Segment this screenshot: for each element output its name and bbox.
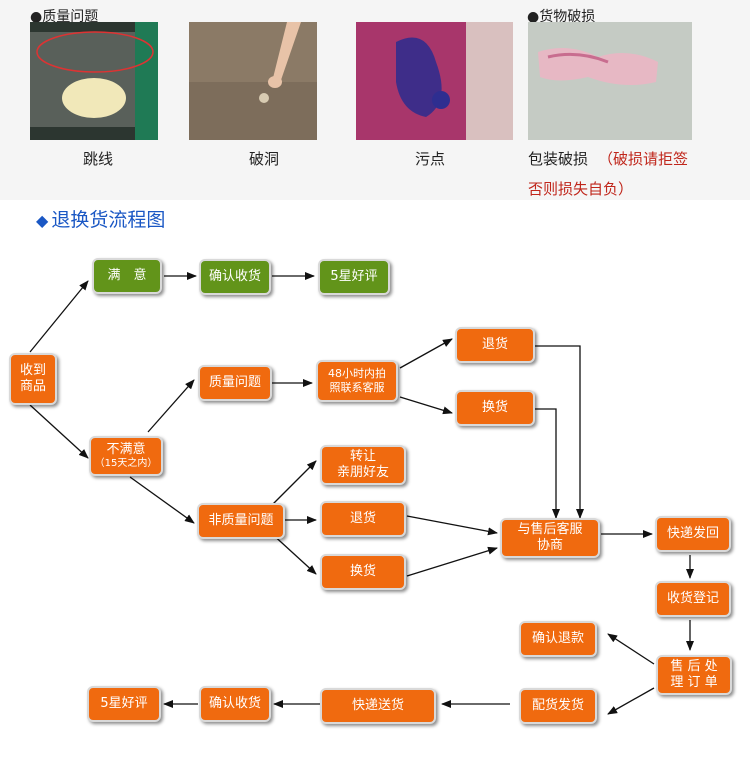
node-receipt-register: 收货登记	[655, 581, 731, 617]
node-exchange-non-quality: 换货	[320, 554, 406, 590]
caption-hole: 破洞	[249, 150, 280, 168]
node-confirm-receipt-top: 确认收货	[199, 259, 271, 295]
refuse-sign-warning-2: 否则损失自负）	[528, 180, 634, 198]
node-unsatisfied: 不满意 （15天之内）	[89, 436, 163, 476]
node-return-non-quality: 退货	[320, 501, 406, 537]
node-five-star-top: 5星好评	[318, 259, 390, 295]
node-exchange-quality: 换货	[455, 390, 535, 426]
caption-skipped-stitch: 跳线	[83, 150, 114, 168]
diamond-icon: ◆	[36, 211, 49, 230]
node-five-star-bottom: 5星好评	[87, 686, 161, 722]
node-confirm-receipt-bottom: 确认收货	[199, 686, 271, 722]
goods-damage-label: ●货物破损	[527, 9, 596, 25]
node-express-return: 快递发回	[655, 516, 731, 552]
quality-issue-label: ●质量问题	[30, 9, 99, 25]
skipped-stitch-photo	[30, 22, 158, 140]
hole-photo	[189, 22, 317, 140]
node-non-quality-issue: 非质量问题	[197, 503, 285, 539]
unsatisfied-period: （15天之内）	[94, 457, 158, 469]
node-receive-goods: 收到 商品	[9, 353, 57, 405]
node-quality-issue: 质量问题	[198, 365, 272, 401]
unsatisfied-label: 不满意	[106, 441, 146, 457]
flow-title: ◆退换货流程图	[36, 205, 165, 232]
node-photo-contact-service: 48小时内拍 照联系客服	[316, 360, 398, 402]
damaged-package-photo	[528, 22, 692, 140]
flow-title-text: 退换货流程图	[51, 209, 166, 231]
node-negotiate-service: 与售后客服 协商	[500, 518, 600, 558]
node-confirm-refund: 确认退款	[519, 621, 597, 657]
node-ship-goods: 配货发货	[519, 688, 597, 724]
node-express-delivery: 快递送货	[320, 688, 436, 724]
node-process-order: 售 后 处 理 订 单	[656, 655, 732, 695]
caption-stain: 污点	[415, 150, 446, 168]
node-satisfied: 满 意	[92, 258, 162, 294]
node-return-quality: 退货	[455, 327, 535, 363]
quality-examples-panel: ●质量问题 ●货物破损	[0, 0, 750, 200]
node-transfer-friend: 转让 亲朋好友	[320, 445, 406, 485]
refuse-sign-warning-1: （破损请拒签	[598, 150, 689, 168]
stain-photo	[356, 22, 513, 140]
caption-damaged-package: 包装破损	[528, 150, 589, 168]
